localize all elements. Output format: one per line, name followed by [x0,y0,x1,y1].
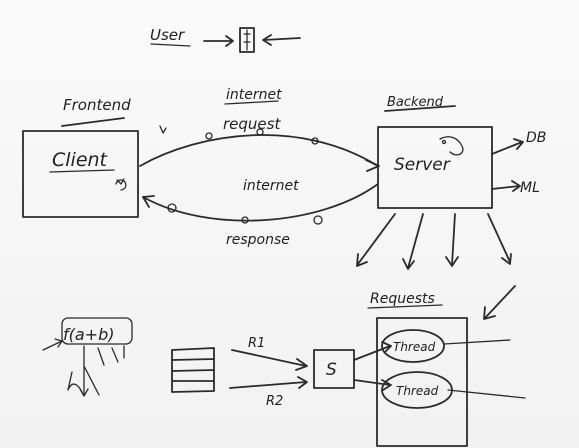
thread-pool-box [376,317,468,447]
response-packet [313,215,323,225]
user-device-detail [243,29,251,51]
requests-label: Requests [370,291,435,307]
to-thread1-arrow [353,341,392,361]
thread-output-lines [443,339,526,399]
fanout-arrow [445,213,459,267]
internet-top-underline [224,100,279,105]
frontend-underline [61,117,125,127]
db-arrow [491,138,524,155]
client-box [22,130,139,218]
fanout-arrow [356,213,396,267]
scribble-dot [441,139,447,145]
request-packet [256,128,264,136]
client-underline [49,169,115,173]
requests-underline [367,304,443,309]
r1-label: R1 [248,336,265,351]
ml-arrow [491,180,521,192]
request-arrowhead [365,159,380,172]
user-arrow [203,35,234,47]
function-label: f(a+b) [63,325,114,344]
response-label: response [226,232,290,248]
response-packet [241,216,249,224]
internet-top-label: internet [226,87,282,103]
server-box [377,126,493,209]
db-label: DB [526,130,546,146]
refresh-icon [115,178,127,191]
scribble-mark [439,136,464,156]
response-packet [167,203,177,213]
function-box [61,317,133,345]
thread-2-label: Thread [396,384,439,398]
ml-label: ML [520,180,540,196]
request-label: request [223,115,281,133]
client-label: Client [52,149,109,171]
requests-arrow [483,285,516,320]
r2-arrow [229,376,308,389]
backend-label: Backend [387,95,444,110]
backend-underline [384,105,456,112]
request-packet [311,137,319,145]
fanout-arrow [402,213,424,270]
cursor-mark [159,125,167,134]
thread-1-oval [381,329,445,363]
server-label: Server [394,155,451,175]
function-input-arrow [42,338,63,351]
scheduler-label: S [326,360,337,380]
response-arrowhead [142,195,155,208]
user-label: User [150,26,185,44]
response-curve [142,183,379,222]
r2-label: R2 [266,394,283,409]
function-branches [67,345,125,397]
fanout-arrow [487,213,512,265]
thread-1-label: Thread [393,340,436,354]
request-packet [205,132,213,140]
r1-arrow [231,349,308,371]
frontend-label: Frontend [63,96,131,114]
user-device-box [239,27,255,53]
return-arrow [262,34,301,46]
internet-mid-label: internet [243,178,299,194]
request-curve [139,134,379,167]
user-underline [150,43,191,47]
request-queue [171,347,215,393]
scheduler-box [313,349,355,389]
